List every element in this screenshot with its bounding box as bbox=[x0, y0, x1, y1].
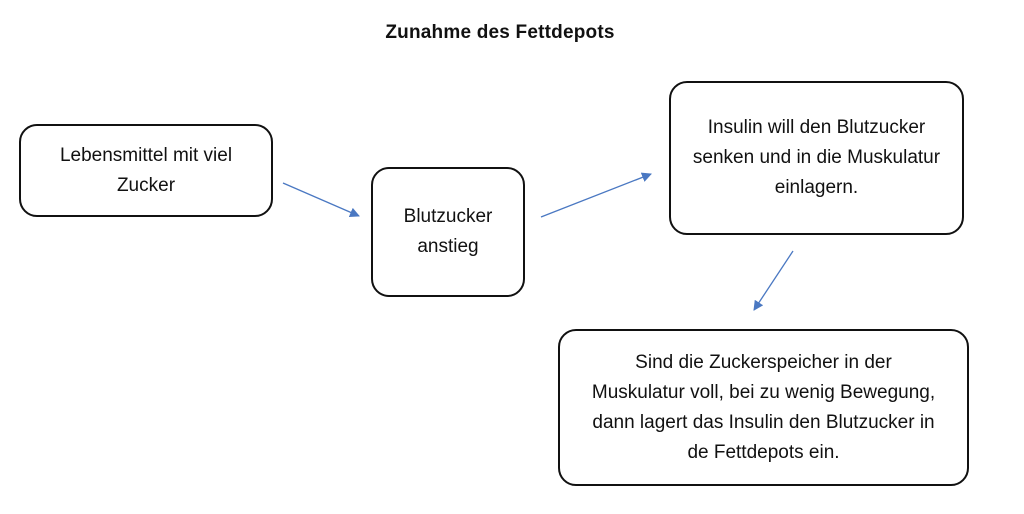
arrow-lebensmittel-to-blutzucker bbox=[282, 182, 360, 218]
arrow-blutzucker-to-insulin bbox=[540, 172, 652, 218]
arrow-insulin-to-zuckerspeicher bbox=[753, 250, 794, 311]
node-zuckerspeicher: Sind die Zuckerspeicher in der Muskulatu… bbox=[558, 329, 969, 486]
node-zuckerspeicher-text: Sind die Zuckerspeicher in der Muskulatu… bbox=[591, 351, 936, 463]
node-blutzucker-anstieg-text: Blutzucker anstieg bbox=[403, 206, 493, 257]
node-lebensmittel: Lebensmittel mit viel Zucker bbox=[19, 124, 273, 217]
node-blutzucker-anstieg: Blutzucker anstieg bbox=[371, 167, 525, 297]
diagram-title: Zunahme des Fettdepots bbox=[385, 22, 615, 43]
node-insulin: Insulin will den Blutzucker senken und i… bbox=[669, 81, 964, 235]
node-insulin-text: Insulin will den Blutzucker senken und i… bbox=[692, 117, 941, 198]
node-lebensmittel-text: Lebensmittel mit viel Zucker bbox=[59, 144, 233, 196]
